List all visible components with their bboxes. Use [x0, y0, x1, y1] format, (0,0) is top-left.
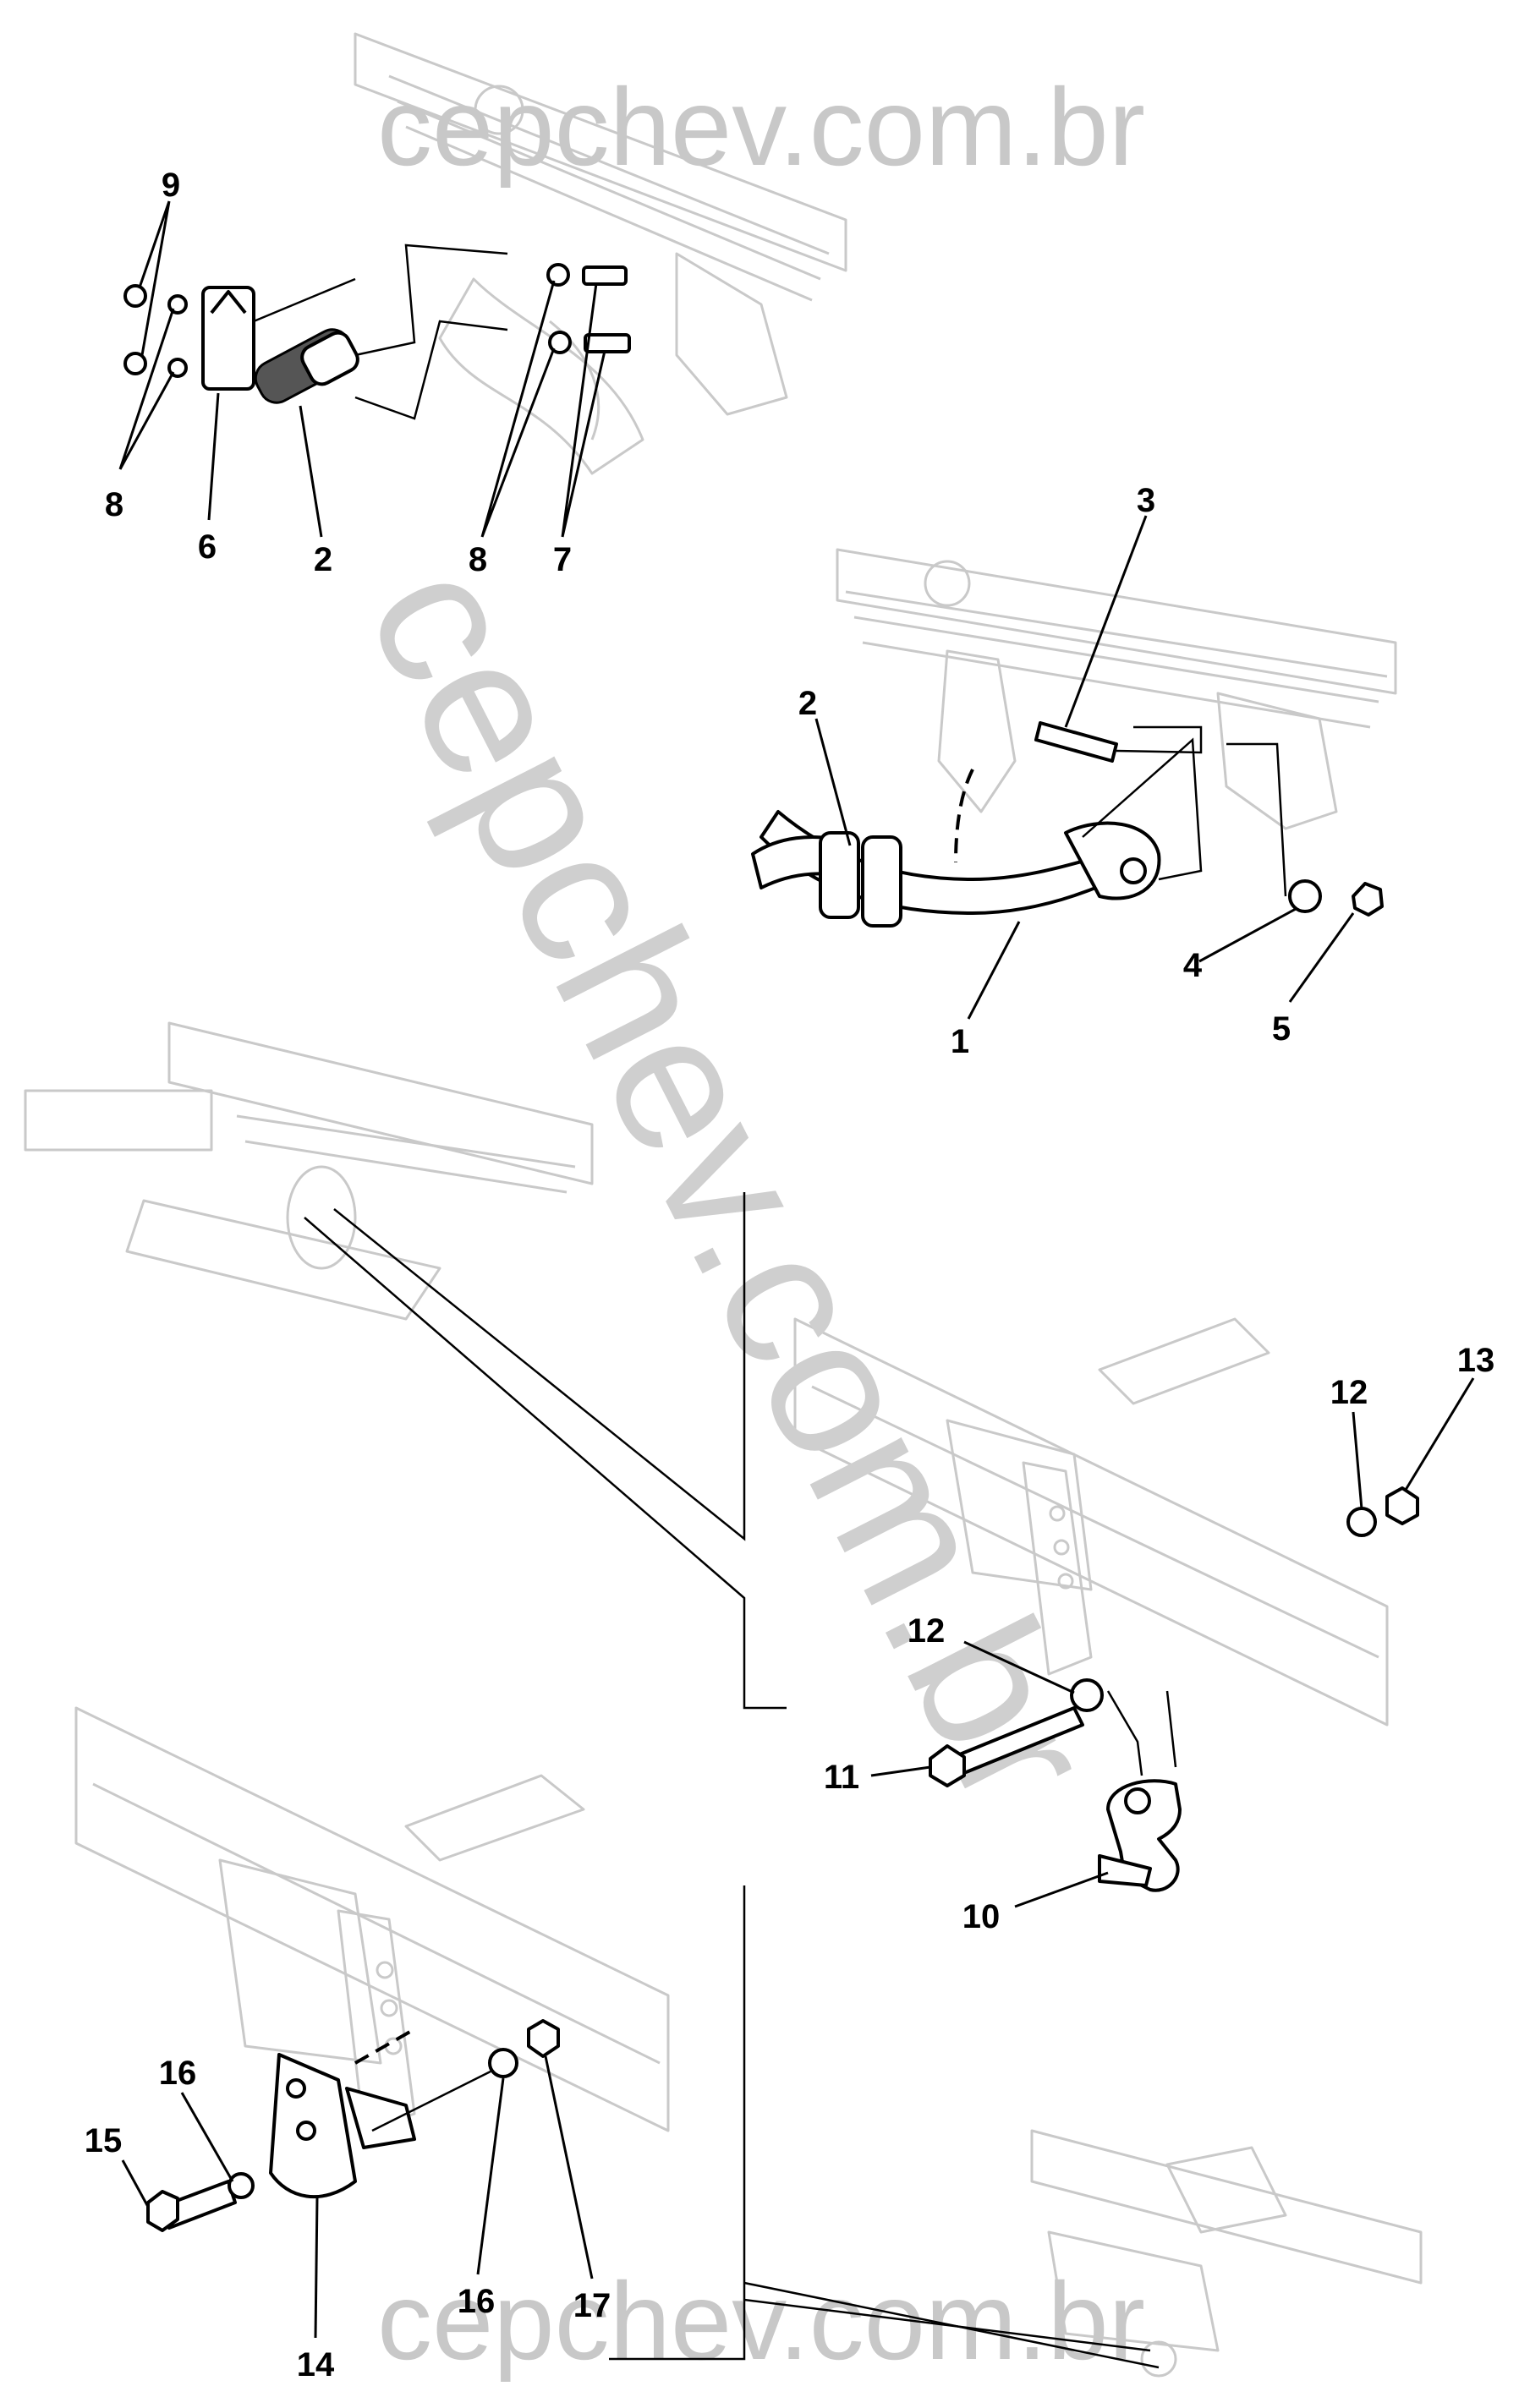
callout-7: 7	[553, 541, 572, 578]
leader-lines	[118, 200, 1475, 2339]
callout-13: 13	[1457, 1342, 1495, 1379]
callout-16: 16	[159, 2055, 197, 2092]
callout-2: 2	[314, 541, 332, 578]
part-stabilizer-bar	[751, 721, 1384, 928]
callout-1: 1	[951, 1023, 969, 1060]
callout-3: 3	[1137, 482, 1155, 519]
callout-12: 12	[1330, 1374, 1368, 1411]
part-bracket-right	[929, 1486, 1419, 1892]
callout-15: 15	[85, 2122, 123, 2159]
context-chassis-inset-bottom-right	[1030, 2129, 1423, 2378]
callout-4: 4	[1183, 947, 1203, 984]
context-leaf-spring-top	[354, 32, 847, 475]
callout-14: 14	[297, 2346, 335, 2383]
part-bracket-bottom	[146, 2019, 560, 2232]
callout-16: 16	[458, 2283, 496, 2320]
watermark-diagonal: cepchev.com.br	[326, 529, 1137, 1838]
context-chassis-overview	[24, 1021, 594, 1321]
context-frame-rail-right	[793, 1317, 1389, 1727]
callout-8: 8	[469, 541, 487, 578]
section-lines	[304, 1192, 1160, 2369]
callout-8: 8	[105, 486, 123, 523]
watermark-top: cepchev.com.br	[377, 65, 1145, 189]
callout-labels: 9 8 6 2 8 7 3 2 1 4 5 12 13 12 11 10 16 …	[85, 167, 1495, 2383]
callout-5: 5	[1272, 1010, 1291, 1048]
callout-11: 11	[824, 1759, 859, 1796]
callout-9: 9	[162, 167, 180, 204]
watermark-bottom: cepchev.com.br	[377, 2259, 1145, 2383]
callout-12: 12	[908, 1612, 946, 1650]
context-leaf-spring-middle	[836, 548, 1397, 830]
callout-17: 17	[573, 2287, 611, 2324]
callout-6: 6	[198, 528, 217, 566]
part-bushing-assembly-top	[123, 244, 631, 420]
callout-2: 2	[798, 685, 817, 722]
callout-10: 10	[962, 1898, 1001, 1935]
context-frame-rail-bottom	[74, 1706, 670, 2132]
